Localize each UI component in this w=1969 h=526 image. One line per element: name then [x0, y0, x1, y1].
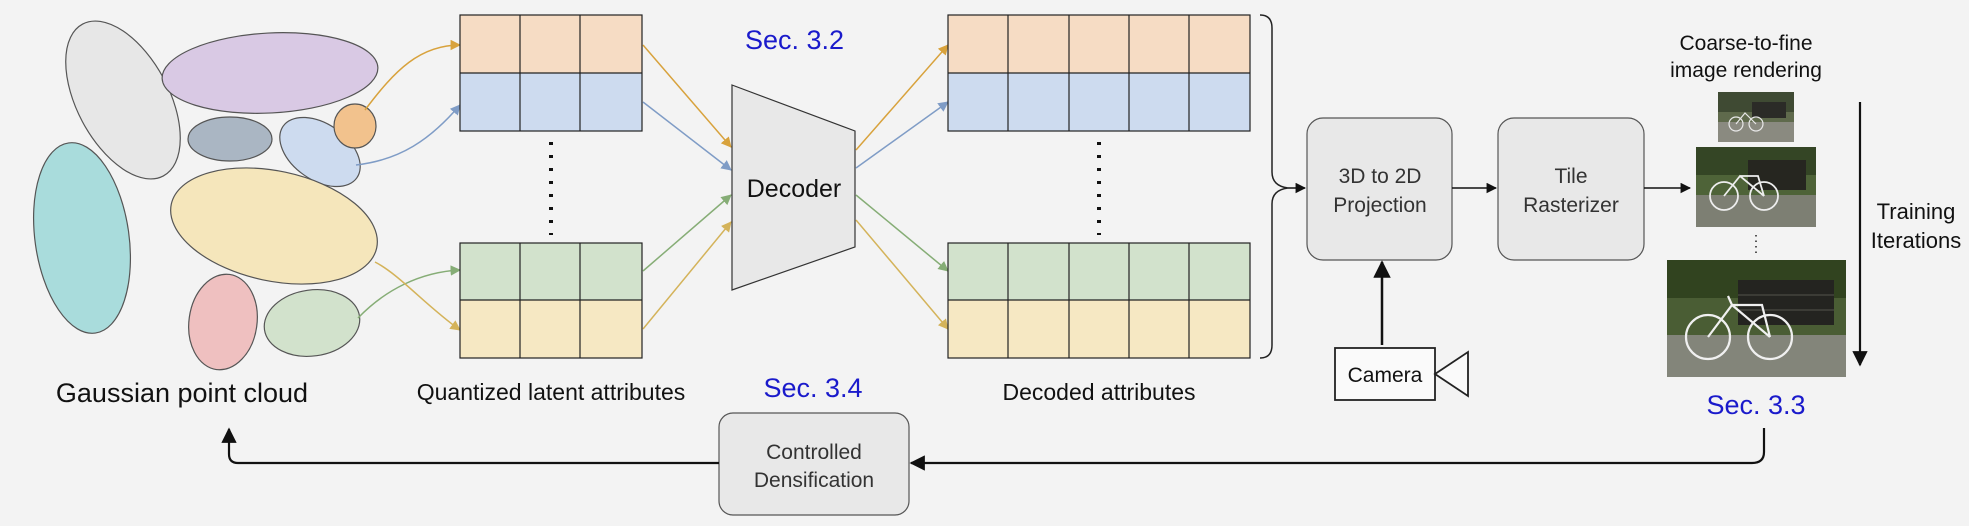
sec-render-label: Sec. 3.3	[1706, 390, 1805, 420]
decoder-block	[731, 84, 856, 291]
latent-row-orange	[460, 15, 642, 73]
decoded-row-green	[948, 243, 1250, 300]
arrow-decoded-green	[855, 194, 949, 272]
latent-row-blue	[460, 73, 642, 131]
arrow-latent-orange	[642, 44, 732, 148]
latent-grid-bottom	[459, 242, 643, 359]
training-label-line1: Training	[1877, 199, 1956, 224]
arrow-yellow-to-latent	[374, 261, 461, 331]
sec-decoder-label: Sec. 3.2	[745, 25, 844, 55]
decoded-curly-brace	[1259, 14, 1289, 359]
arrow-green-to-latent	[357, 265, 462, 319]
decoder-label: Decoder	[747, 175, 842, 203]
ellipse-teal	[32, 142, 132, 334]
sec-densify-label: Sec. 3.4	[763, 373, 862, 403]
camera-label: Camera	[1348, 364, 1423, 387]
arrow-decoded-blue	[855, 101, 949, 169]
arrow-latent-green	[642, 194, 732, 272]
camera-icon	[1334, 347, 1469, 401]
projection-box	[1306, 117, 1453, 261]
coarse-label-line2: image rendering	[1670, 59, 1822, 82]
arrow-densify-to-point-cloud	[221, 427, 719, 465]
rasterizer-box	[1497, 117, 1645, 261]
render-medium-image	[1696, 147, 1816, 227]
render-coarse-image	[1718, 92, 1794, 142]
densify-box	[718, 412, 910, 516]
arrow-latent-blue	[642, 101, 732, 171]
arrow-decoded-yellow	[855, 219, 949, 330]
densify-line2: Densification	[754, 469, 874, 492]
gaussian-ellipses	[32, 20, 379, 371]
latent-row-green	[460, 243, 642, 300]
ellipse-green	[263, 289, 361, 357]
ellipse-red	[188, 273, 258, 371]
projection-line2: Projection	[1333, 194, 1426, 217]
projection-line1: 3D to 2D	[1339, 165, 1422, 188]
training-label-line2: Iterations	[1871, 228, 1962, 253]
ellipse-orange	[333, 103, 377, 149]
arrow-blue-to-latent	[355, 104, 461, 166]
point-cloud-label: Gaussian point cloud	[56, 378, 308, 408]
arrow-orange-to-latent	[364, 39, 462, 111]
rasterizer-line1: Tile	[1554, 165, 1587, 188]
decoded-grid-bottom	[947, 242, 1251, 359]
arrow-decoded-orange	[855, 44, 949, 151]
decoded-grid-top	[947, 14, 1251, 132]
ellipse-purple	[161, 32, 379, 114]
ellipse-slate	[187, 116, 273, 162]
decoded-row-yellow	[948, 300, 1250, 358]
decoded-row-orange	[948, 15, 1250, 73]
arrow-latent-yellow	[642, 221, 732, 330]
coarse-label-line1: Coarse-to-fine	[1679, 32, 1812, 55]
latent-row-yellow	[460, 300, 642, 358]
arrow-renders-to-densify	[909, 428, 1766, 471]
latent-label: Quantized latent attributes	[417, 379, 686, 405]
densify-line1: Controlled	[766, 441, 862, 464]
decoded-row-blue	[948, 73, 1250, 131]
latent-grid-top	[459, 14, 643, 132]
rasterizer-line2: Rasterizer	[1523, 194, 1619, 217]
ellipse-yellow	[170, 167, 378, 285]
decoded-label: Decoded attributes	[1002, 379, 1195, 405]
render-fine-image	[1667, 260, 1846, 377]
